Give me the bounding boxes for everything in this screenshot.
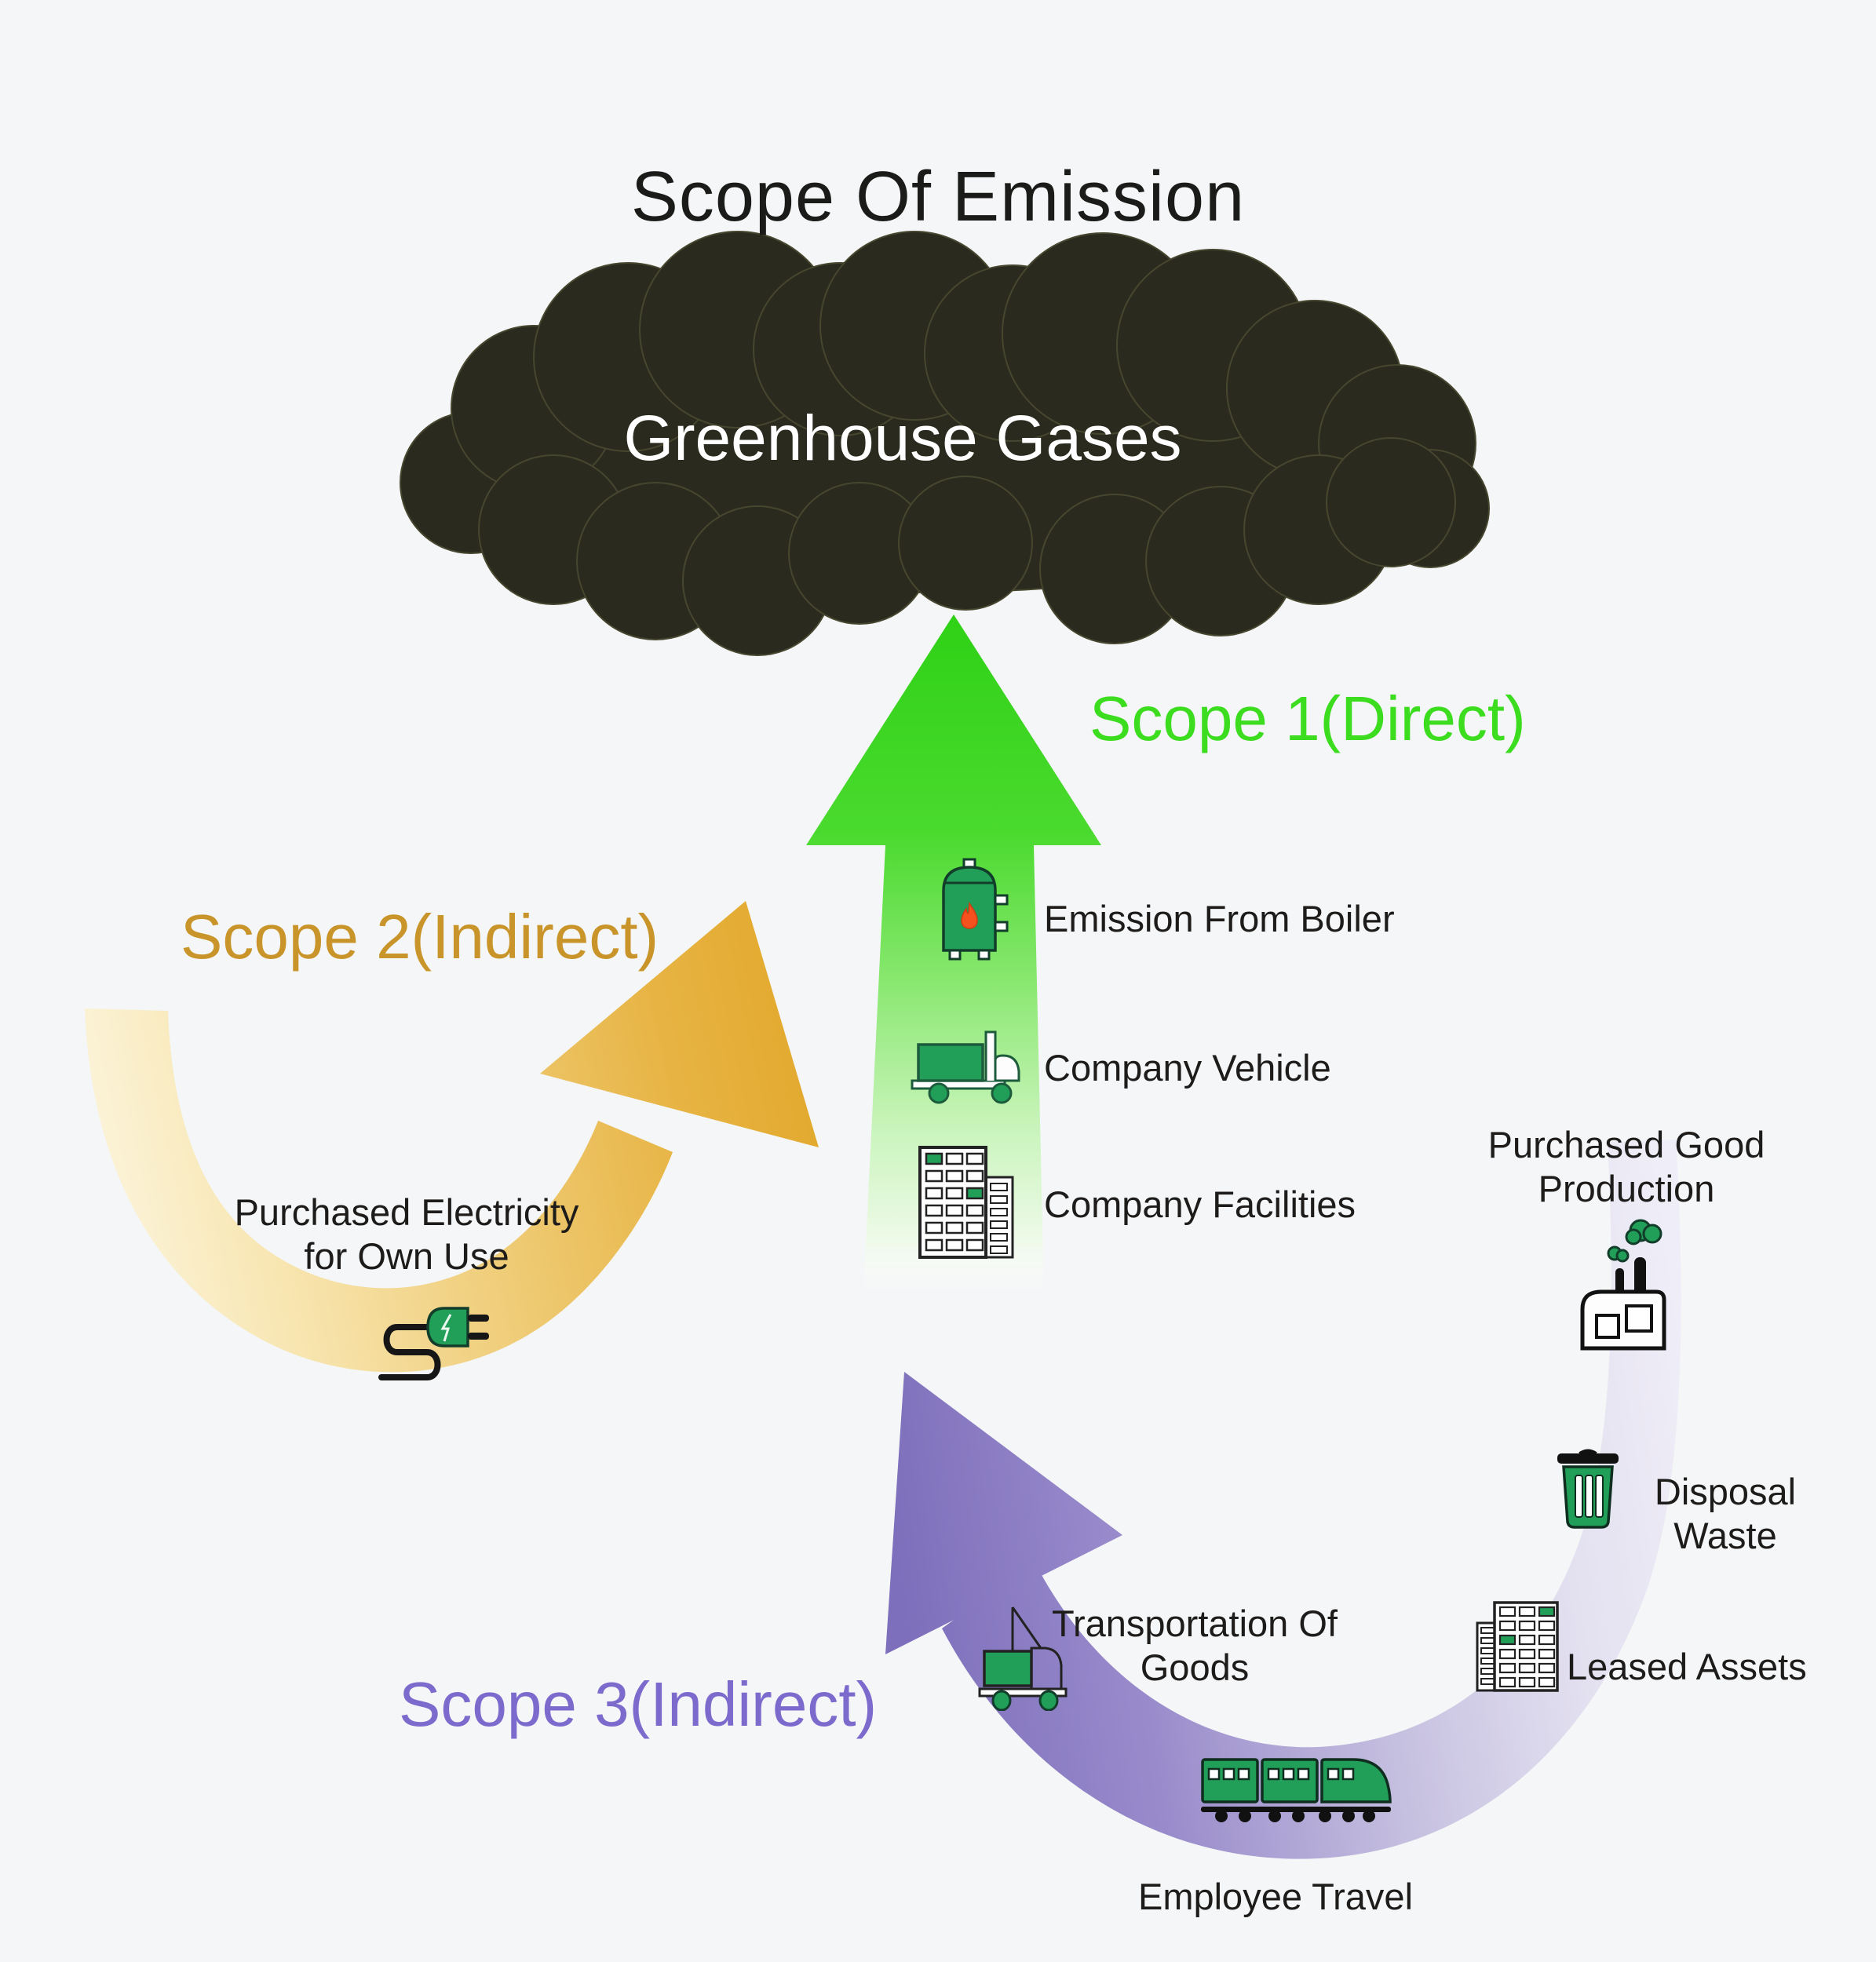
label-employee-travel: Employee Travel: [1095, 1875, 1456, 1919]
disposal-waste-icon: [1557, 1449, 1619, 1529]
label-purchased-electricity: Purchased Electricity for Own Use: [195, 1191, 619, 1278]
label-line: Production: [1538, 1168, 1715, 1209]
label-line: Goods: [1140, 1647, 1250, 1688]
scope1-label: Scope 1(Direct): [1089, 684, 1526, 753]
page-title: Scope Of Emission: [630, 158, 1246, 236]
scope2-label: Scope 2(Indirect): [181, 902, 659, 972]
train-icon: [1201, 1758, 1392, 1822]
label-emission-from-boiler: Emission From Boiler: [1044, 897, 1395, 941]
boiler-icon: [942, 858, 1009, 961]
label-line: Waste: [1673, 1515, 1777, 1556]
label-line: for Own Use: [304, 1235, 509, 1277]
scope3-label: Scope 3(Indirect): [399, 1669, 878, 1739]
label-company-vehicle: Company Vehicle: [1044, 1046, 1331, 1090]
label-line: Purchased Electricity: [234, 1191, 579, 1233]
label-leased-assets: Leased Assets: [1567, 1645, 1807, 1689]
label-line: Transportation Of: [1052, 1603, 1338, 1644]
label-line: Purchased Good: [1487, 1124, 1765, 1165]
scope2-arrow-band: [85, 1008, 673, 1373]
label-line: Emission From Boiler: [1044, 898, 1395, 939]
factory-icon: [1580, 1219, 1666, 1351]
goods-truck-icon: [978, 1606, 1068, 1711]
label-company-facilities: Company Facilities: [1044, 1183, 1356, 1227]
cloud-label: Greenhouse Gases: [623, 403, 1182, 474]
leased-assets-icon: [1476, 1601, 1559, 1692]
label-purchased-good-production: Purchased Good Production: [1430, 1123, 1823, 1211]
label-line: Leased Assets: [1567, 1646, 1807, 1687]
scope2-arrowhead: [540, 901, 819, 1147]
greenhouse-cloud: [400, 231, 1490, 656]
electric-plug-icon: [378, 1307, 489, 1380]
company-facilities-icon: [918, 1146, 1014, 1259]
label-disposal-waste: Disposal Waste: [1615, 1470, 1835, 1558]
label-line: Company Vehicle: [1044, 1047, 1331, 1089]
label-line: Company Facilities: [1044, 1183, 1356, 1225]
scope2-arrow: [85, 901, 819, 1373]
company-vehicle-icon: [911, 1030, 1020, 1104]
label-line: Disposal: [1654, 1471, 1797, 1512]
scope3-arrowhead: [885, 1372, 1122, 1654]
label-transportation-of-goods: Transportation Of Goods: [1014, 1602, 1375, 1690]
label-line: Employee Travel: [1137, 1876, 1414, 1917]
